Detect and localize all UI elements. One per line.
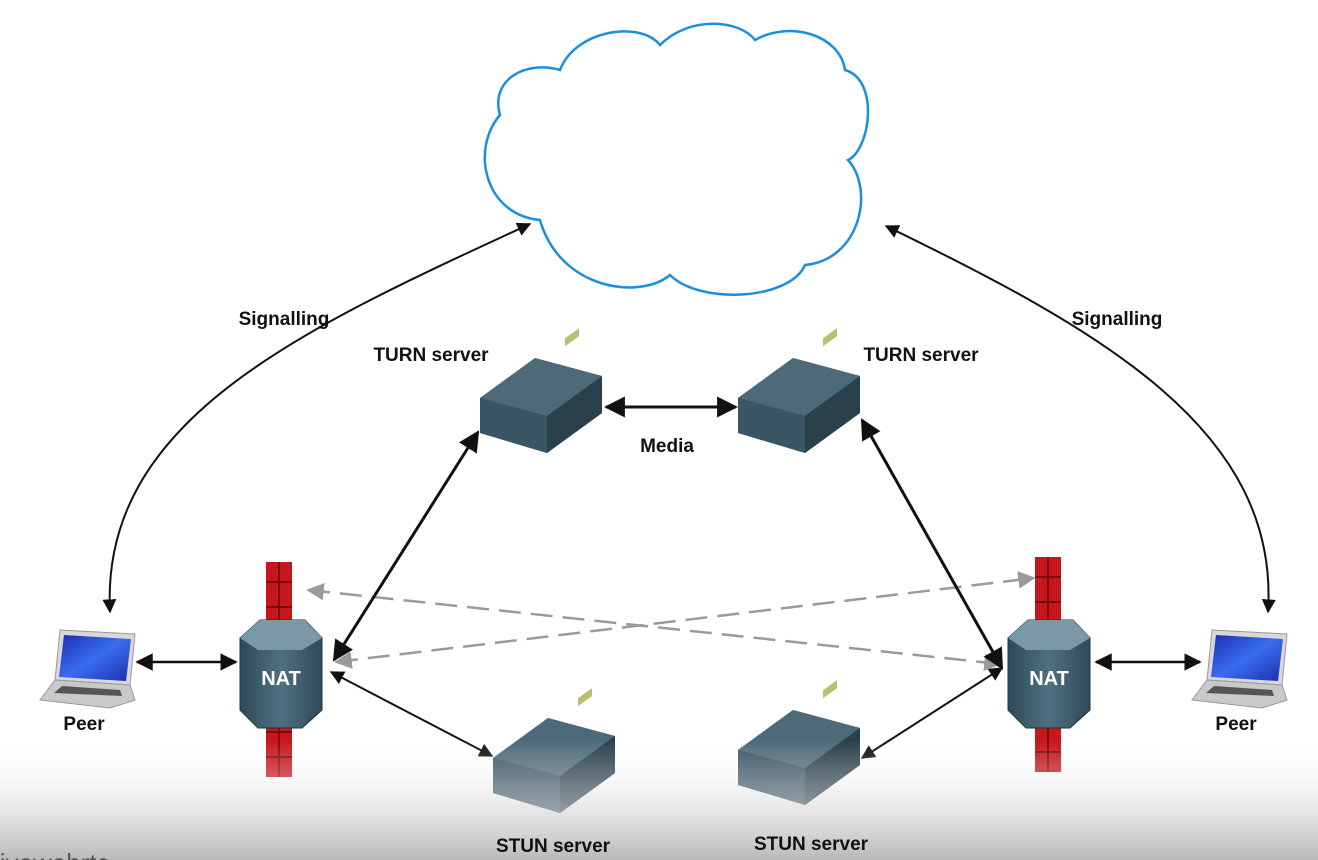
stun-server-left-label: STUN server xyxy=(496,836,611,857)
nat-right-label: NAT xyxy=(1029,668,1069,690)
stun-server-right-label: STUN server xyxy=(754,834,869,855)
signalling-cloud xyxy=(483,22,870,296)
peer-left-laptop-icon xyxy=(39,629,136,709)
turn-nat-arrow-left xyxy=(332,430,480,662)
peer-left-label: Peer xyxy=(63,714,105,735)
dashed-arrow-direct-2 xyxy=(334,571,1036,669)
watermark: livewebrtc xyxy=(0,848,110,860)
peer-right-label: Peer xyxy=(1215,714,1257,735)
signalling-arrow-right xyxy=(884,225,1276,614)
turn-server-right-icon xyxy=(738,328,860,453)
turn-server-left-label: TURN server xyxy=(373,345,489,366)
signalling-left-label: Signalling xyxy=(239,309,330,330)
peer-right-laptop-icon xyxy=(1191,629,1288,709)
turn-server-left-icon xyxy=(480,328,602,453)
turn-nat-arrow-right xyxy=(860,418,1004,670)
media-label: Media xyxy=(640,436,694,457)
nat-left-label: NAT xyxy=(261,668,301,690)
bottom-fade-overlay xyxy=(0,740,1318,860)
signalling-arrow-left xyxy=(102,222,532,614)
turn-server-right-label: TURN server xyxy=(863,345,979,366)
signalling-right-label: Signalling xyxy=(1072,309,1163,330)
